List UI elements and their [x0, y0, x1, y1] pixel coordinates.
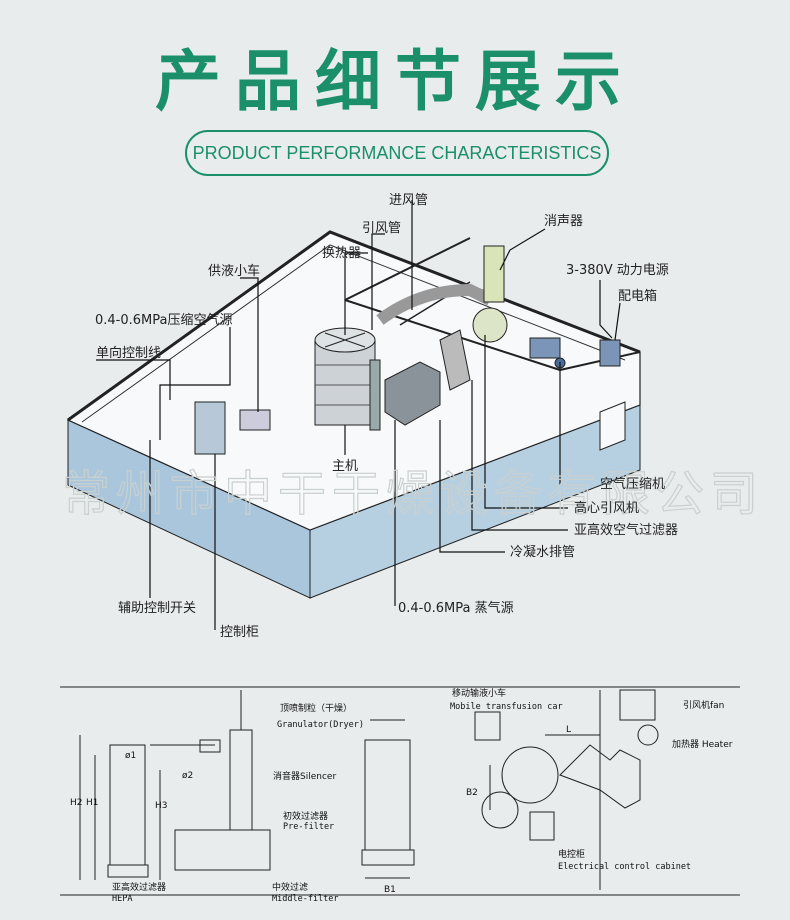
label-granulator-en: Granulator(Dryer) [277, 720, 364, 730]
label-power-source: 3-380V 动力电源 [566, 263, 669, 278]
label-mobile-car: 移动输液小车 [452, 687, 506, 699]
watermark-text: 常州市中干干燥设备有限公司 [62, 466, 764, 522]
subtitle-badge: PRODUCT PERFORMANCE CHARACTERISTICS [185, 130, 609, 176]
dim-phi1: ø1 [125, 751, 136, 761]
dim-h1: H1 [86, 798, 99, 808]
label-hepa: 亚高效过滤器 [112, 881, 166, 893]
duct-illustration [376, 283, 493, 325]
label-liquid-cart: 供液小车 [208, 263, 260, 279]
label-compressed-air: 0.4-0.6MPa压缩空气源 [95, 312, 232, 328]
label-control-line: 单向控制线 [96, 345, 161, 361]
label-control-cabinet: 控制柜 [220, 625, 259, 640]
label-aux-switch: 辅助控制开关 [118, 601, 196, 616]
label-middle-filter-en: Middle-filter [272, 894, 339, 904]
distribution-box-illustration [599, 339, 621, 367]
dim-b2: B2 [466, 788, 478, 798]
label-centrifugal-fan: 高心引风机 [574, 500, 639, 516]
label-intake-duct: 进风管 [389, 193, 428, 208]
label-silencer: 消声器 [544, 214, 583, 229]
label-heat-exchanger: 换热器 [322, 246, 361, 261]
label-cabinet-en: Electrical control cabinet [558, 862, 691, 872]
dim-phi2: ø2 [182, 771, 193, 781]
label-middle-filter: 中效过滤 [272, 881, 308, 893]
technical-drawing [60, 686, 740, 896]
main-unit-illustration [314, 327, 381, 431]
page-title: 产品细节展示 [155, 42, 635, 120]
label-main-unit: 主机 [332, 459, 358, 474]
dim-b1: B1 [384, 885, 396, 895]
liquid-cart-illustration [239, 409, 271, 431]
dim-l: L [566, 725, 571, 735]
dim-h3: H3 [155, 801, 168, 811]
leader-lines [96, 200, 621, 630]
label-air-compressor: 空气压缩机 [600, 476, 665, 492]
label-sub-hepa-filter: 亚高效空气过滤器 [574, 522, 678, 538]
label-pre-filter: 初效过滤器 [283, 810, 328, 822]
label-cabinet: 电控柜 [558, 848, 585, 860]
label-pre-filter-en: Pre-filter [283, 822, 334, 832]
label-hepa-en: HEPA [112, 894, 132, 904]
label-drawing-silencer: 消音器Silencer [273, 770, 336, 782]
label-mobile-car-en: Mobile transfusion car [450, 702, 563, 712]
heat-exchanger-illustration [384, 361, 441, 426]
label-heater: 加热器 Heater [672, 738, 733, 750]
silencer-illustration [483, 245, 505, 303]
label-distribution-box: 配电箱 [618, 288, 657, 304]
label-fan: 引风机fan [683, 699, 724, 711]
label-exhaust-duct: 引风管 [362, 221, 401, 236]
label-steam-source: 0.4-0.6MPa 蒸气源 [398, 600, 514, 616]
dim-h2: H2 [70, 798, 83, 808]
label-condensate-drain: 冷凝水排管 [510, 544, 575, 560]
control-cabinet-illustration [194, 401, 226, 455]
fan-illustration [472, 307, 508, 343]
air-compressor-illustration [529, 337, 566, 369]
label-granulator: 顶喷制粒（干燥） [280, 702, 352, 714]
